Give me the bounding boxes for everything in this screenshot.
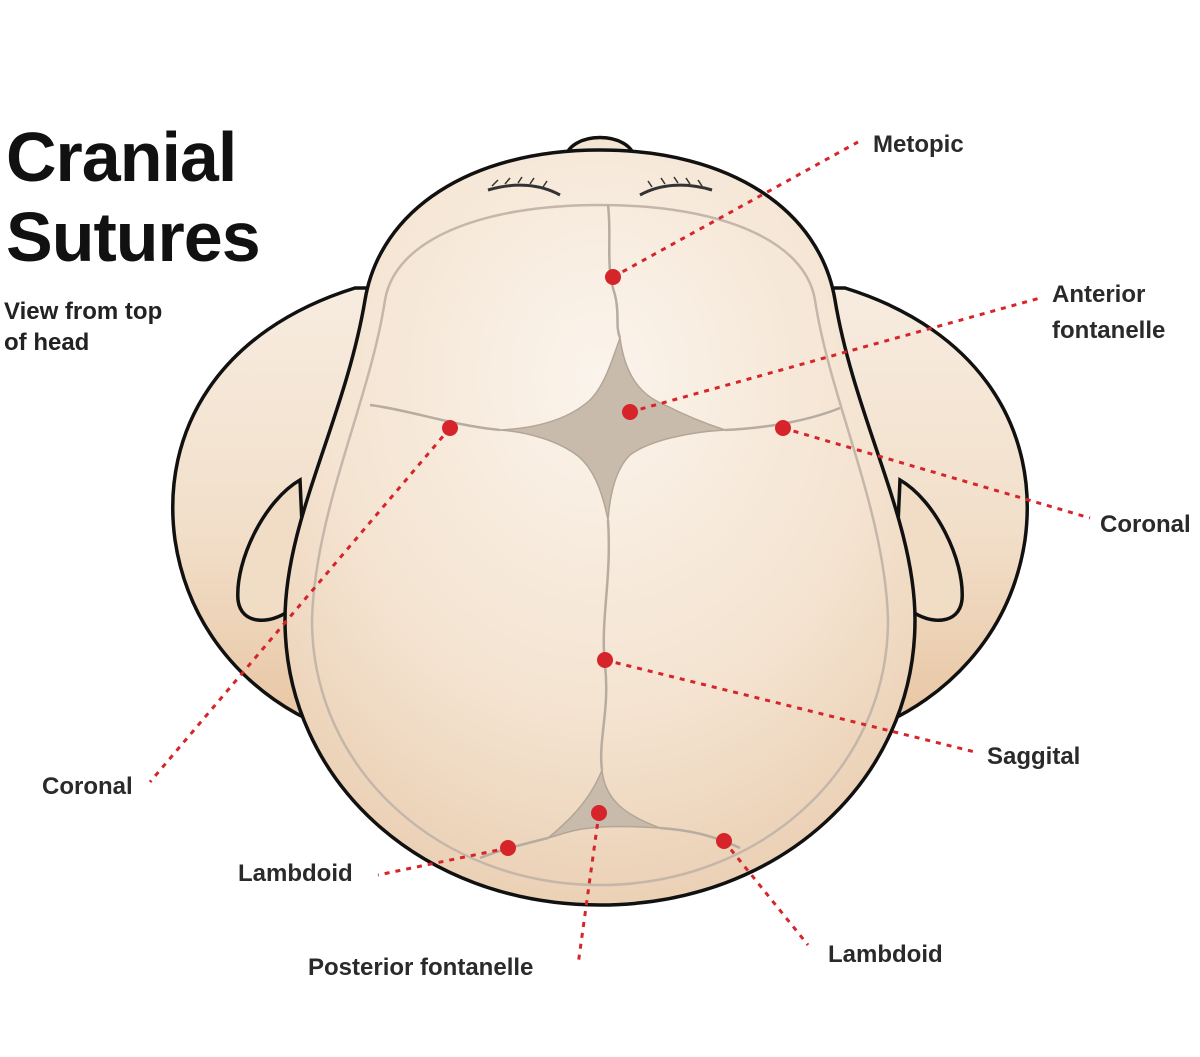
anterior-fontanelle	[499, 337, 726, 521]
head-outline	[283, 148, 917, 907]
dot-saggital	[597, 652, 613, 668]
pointer-metopic	[612, 140, 859, 279]
metopic-suture	[606, 204, 622, 339]
right-eyebrow	[639, 183, 713, 197]
label-posterior-fontanelle: Posterior fontanelle	[308, 954, 533, 981]
pointer-coronal-left	[148, 427, 452, 783]
dot-metopic	[605, 269, 621, 285]
dot-posterior	[591, 805, 607, 821]
lambdoid-suture-right	[659, 826, 741, 850]
label-lambdoid-right: Lambdoid	[828, 941, 943, 968]
dot-anterior	[622, 404, 638, 420]
dot-lambdoid-left	[500, 840, 516, 856]
dot-lambdoid-right	[716, 833, 732, 849]
left-eyebrow	[487, 183, 561, 197]
label-saggital: Saggital	[987, 743, 1080, 770]
label-coronal-left: Coronal	[42, 773, 133, 800]
posterior-fontanelle	[547, 769, 661, 839]
skull-plate-outline	[310, 203, 890, 887]
subtitle-line-2: of head	[4, 329, 90, 356]
label-anterior-line2: fontanelle	[1052, 317, 1165, 344]
coronal-suture-left	[369, 403, 501, 432]
label-anterior-line1: Anterior	[1052, 281, 1145, 308]
pointer-posterior	[576, 812, 601, 966]
pointer-anterior	[629, 296, 1041, 414]
label-metopic: Metopic	[873, 131, 964, 158]
title-line-1: Cranial	[6, 118, 237, 196]
title-line-2: Sutures	[6, 198, 261, 276]
pointer-lambdoid-right	[722, 840, 810, 946]
dot-coronal-right	[775, 420, 791, 436]
pointer-lambdoid-left	[377, 846, 509, 877]
label-lambdoid-left: Lambdoid	[238, 860, 353, 887]
dot-coronal-left	[442, 420, 458, 436]
pointer-saggital	[604, 658, 976, 754]
subtitle-line-1: View from top	[4, 298, 163, 325]
pointer-dots	[442, 269, 791, 856]
pointer-lines	[148, 140, 1091, 966]
label-coronal-right: Coronal	[1100, 511, 1191, 538]
pointer-coronal-right	[782, 426, 1091, 520]
